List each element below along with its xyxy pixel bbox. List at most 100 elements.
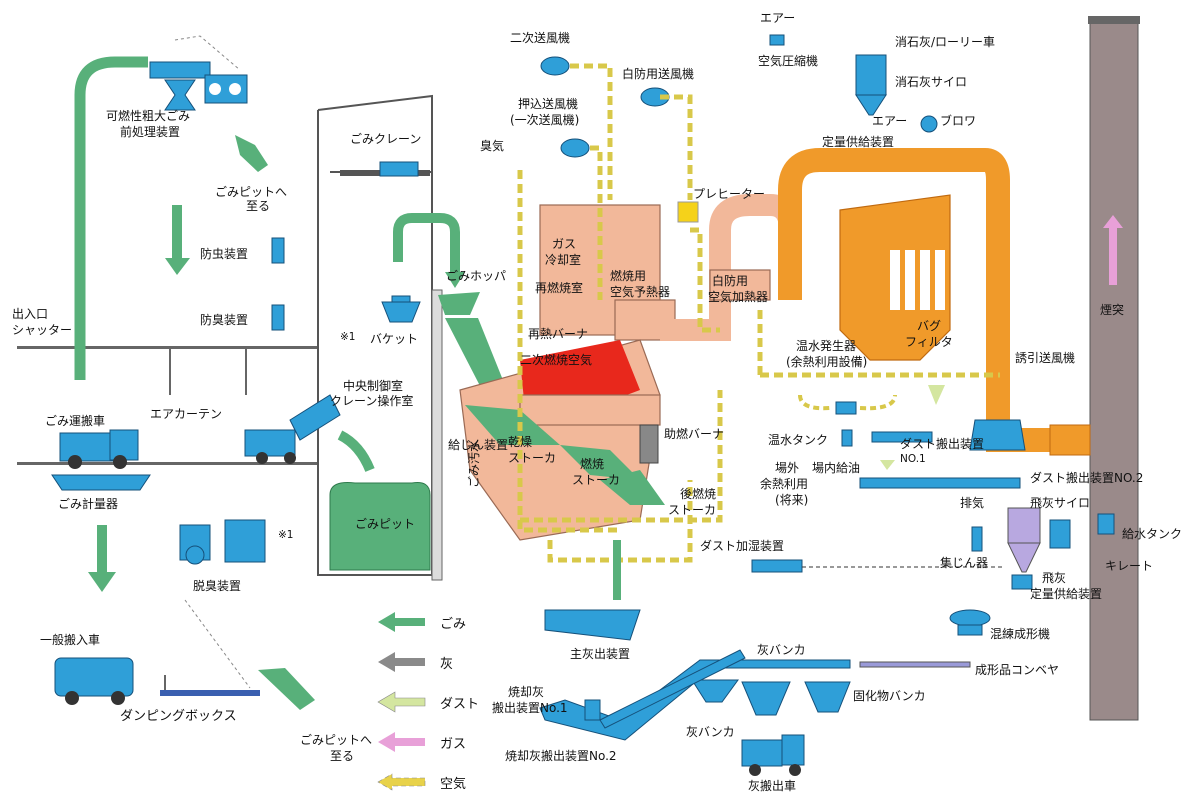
legend-label-dust: ダスト <box>440 697 479 712</box>
gas-cool-label-1: ガス <box>552 237 576 251</box>
flyash-silo-label: 飛灰サイロ <box>1030 496 1090 510</box>
air-top-label: エアー <box>760 11 795 25</box>
water-tank <box>1098 514 1114 534</box>
lime-silo-label: 消石灰サイロ <box>895 75 967 89</box>
shutter-label-2: シャッター <box>12 323 72 337</box>
legend-arrow-ash <box>378 652 425 672</box>
induced-fan-label: 誘引送風機 <box>1015 350 1075 365</box>
quant-feed-label: 定量供給装置 <box>822 134 894 149</box>
sec-fan-label: 二次送風機 <box>510 30 570 45</box>
compressor-label: 空気圧縮機 <box>758 53 818 68</box>
legend-arrow-dust <box>378 692 425 712</box>
sewage-label: ごみ汚水 <box>466 440 481 488</box>
bag-label-1: バグ <box>917 319 941 333</box>
ash-bunker-bottom-label: 灰バンカ <box>686 725 735 739</box>
mark1-side-label: ※1 <box>278 529 293 541</box>
control-label-2: クレーン操作室 <box>330 393 413 408</box>
reburn-label: 再燃焼室 <box>535 280 583 295</box>
odor-prev-label: 防臭装置 <box>200 312 248 327</box>
odor-prevention-device <box>272 305 284 330</box>
push-fan <box>561 139 589 157</box>
preprocess-label-2: 前処理装置 <box>120 124 180 139</box>
reheat-burner-label: 再熱バーナ <box>528 327 588 341</box>
ash-truck <box>742 735 804 776</box>
bucket-label: バケット <box>370 332 418 346</box>
legend-label-air: 空気 <box>440 776 466 792</box>
dust-conveyor-2 <box>860 478 1020 488</box>
burnt-ash1-label-1: 焼却灰 <box>508 685 544 699</box>
push-fan-label-2: (一次送風機) <box>510 112 579 127</box>
lime-truck-label: 消石灰/ローリー車 <box>895 35 995 49</box>
push-fan-label-1: 押込送風機 <box>518 96 578 111</box>
chelate-label: キレート <box>1105 559 1153 573</box>
mark1-top-label: ※1 <box>340 331 355 343</box>
air-compressor <box>770 35 784 45</box>
preprocess-device <box>150 62 247 110</box>
ash-bunker-top-label: 灰バンカ <box>757 643 806 657</box>
dumping-box <box>160 675 260 696</box>
burnt-ash1-label-2: 搬出装置No.1 <box>492 700 568 715</box>
truck-label: ごみ運搬車 <box>45 413 105 428</box>
outside-use-label-1: 場外 <box>775 461 799 475</box>
legend-arrow-air <box>378 774 425 790</box>
burnt-ash2-label: 焼却灰搬出装置No.2 <box>505 748 617 763</box>
to-pit-bottom-label-2: 至る <box>330 749 354 763</box>
exhaust-label: 排気 <box>960 495 984 510</box>
ash-conveyors <box>540 610 745 740</box>
insect-device <box>272 238 284 263</box>
air-preheat-label-1: 燃焼用 <box>610 268 646 283</box>
insect-label: 防虫装置 <box>200 246 248 261</box>
white-heat-label-2: 空気加熱器 <box>708 289 768 304</box>
dumping-label: ダンピングボックス <box>120 709 237 724</box>
chimney-stack <box>1088 16 1140 720</box>
aux-burner <box>640 425 658 463</box>
garbage-crane <box>380 162 418 176</box>
general-truck <box>55 658 133 705</box>
preprocess-label-1: 可燃性粗大ごみ <box>106 108 190 123</box>
dry-stoker-label-1: 乾燥 <box>508 435 532 449</box>
solid-bunker-label: 固化物バンカ <box>853 689 926 703</box>
main-ash-label: 主灰出装置 <box>570 647 630 661</box>
legend-label-gas: ガス <box>440 737 466 752</box>
to-pit-bottom-label-1: ごみピットへ <box>300 732 372 747</box>
flue-ducts <box>660 205 790 330</box>
after-stoker-label-1: 後燃焼 <box>680 486 716 501</box>
general-truck-label: 一般搬入車 <box>40 632 100 647</box>
outside-use-label-3: (将来) <box>775 493 808 507</box>
gas-cool-label-2: 冷却室 <box>545 252 581 267</box>
blower-label: ブロワ <box>940 113 976 128</box>
deodorizer <box>180 520 265 564</box>
bucket <box>382 296 420 322</box>
preheater-label: プレヒーター <box>693 187 765 201</box>
secondary-air-label: 二次燃焼空気 <box>520 352 592 367</box>
dust-humid-label: ダスト加湿装置 <box>700 538 784 553</box>
air-preheat-label-2: 空気予熱器 <box>610 284 670 299</box>
hot-water-generator <box>800 395 895 414</box>
hopper-label: ごみホッパ <box>446 268 506 283</box>
chimney-label: 煙突 <box>1100 302 1124 317</box>
bag-dust-arrow <box>928 385 945 405</box>
hot-water-tank <box>842 430 852 446</box>
water-tank-label: 給水タンク <box>1122 527 1182 541</box>
scale-label: ごみ計量器 <box>58 496 118 511</box>
legend: ごみ 灰 ダスト ガス 空気 <box>378 612 479 792</box>
hot-water-label-2: (余熱利用設備) <box>786 354 867 369</box>
burn-stoker-label-2: ストーカ <box>572 473 620 487</box>
dump-truck <box>245 395 340 464</box>
garbage-truck <box>52 430 150 490</box>
white-heat-label-1: 白防用 <box>712 273 748 288</box>
shutter-label-1: 出入口 <box>12 307 48 321</box>
burn-stoker-label-1: 燃焼 <box>580 456 604 471</box>
dust-collector <box>972 527 982 551</box>
dust1-label-1: ダスト搬出装置 <box>900 436 984 451</box>
dry-stoker-label-2: ストーカ <box>508 451 556 465</box>
legend-arrow-garbage <box>378 612 425 632</box>
legend-label-ash: 灰 <box>440 657 453 672</box>
to-pit-top-label-1: ごみピットへ <box>215 184 287 199</box>
flyash-feed-label-1: 飛灰 <box>1042 571 1066 585</box>
hot-water-label-1: 温水発生器 <box>796 339 856 353</box>
outside-use-label-2: 余熱利用 <box>760 476 808 491</box>
dust-collector-label: 集じん器 <box>940 555 988 570</box>
legend-label-garbage: ごみ <box>440 616 466 632</box>
